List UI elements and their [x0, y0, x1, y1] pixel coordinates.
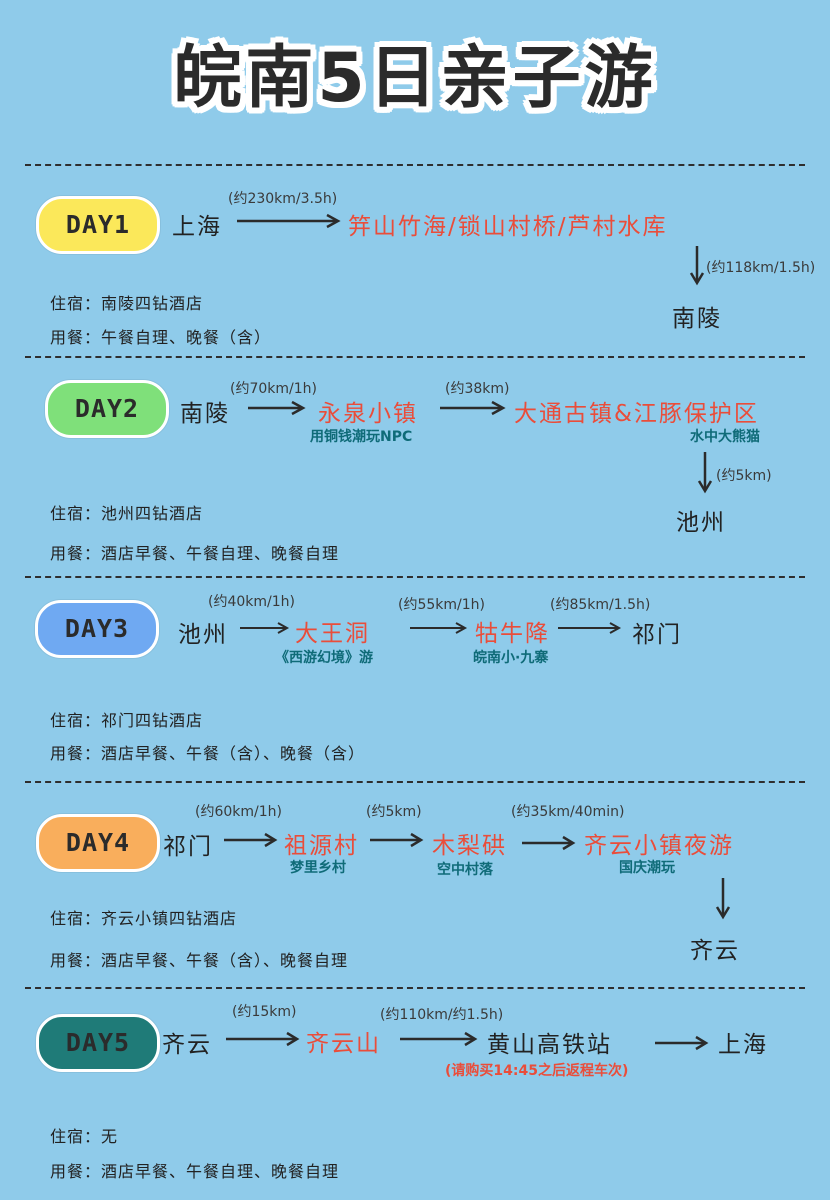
- arrow-right-icon: [440, 400, 506, 416]
- arrow-right-icon: [410, 622, 468, 634]
- day3-dest2-note: 皖南小·九寨: [473, 650, 549, 666]
- day5-end: 上海: [718, 1032, 768, 1058]
- day3-leg2-distance: (约55km/1h): [398, 597, 485, 613]
- arrow-right-icon: [237, 213, 341, 229]
- day4-dest2-note: 空中村落: [437, 862, 493, 878]
- day4-dest1-note: 梦里乡村: [290, 860, 346, 876]
- day3-badge: DAY3: [35, 600, 159, 658]
- day2-badge: DAY2: [45, 380, 169, 438]
- divider: [25, 164, 805, 166]
- day1-leg2-distance: (约118km/1.5h): [706, 260, 816, 276]
- arrow-right-icon: [226, 1031, 300, 1047]
- day1-start: 上海: [172, 214, 222, 240]
- arrow-right-icon: [240, 622, 290, 634]
- day2-end: 池州: [676, 510, 726, 536]
- day3-lodging: 住宿：祁门四钻酒店: [50, 711, 204, 730]
- day2-dest2: 大通古镇&江豚保护区: [514, 401, 759, 427]
- day5-dest2: 黄山高铁站: [487, 1032, 612, 1058]
- arrow-right-icon: [522, 835, 576, 851]
- day3-leg3-distance: (约85km/1.5h): [550, 597, 651, 613]
- day4-leg2-distance: (约5km): [366, 804, 422, 820]
- day5-dest2-note: (请购买14:45之后返程车次): [445, 1063, 629, 1079]
- day3-end: 祁门: [632, 622, 682, 648]
- day2-leg3-distance: (约5km): [716, 468, 772, 484]
- day2-start: 南陵: [180, 401, 230, 427]
- day5-dest1: 齐云山: [306, 1031, 381, 1057]
- day1-meals: 用餐：午餐自理、晚餐（含）: [50, 328, 272, 347]
- day5-leg2-distance: (约110km/约1.5h): [380, 1007, 504, 1023]
- day3-leg1-distance: (约40km/1h): [208, 594, 295, 610]
- day2-leg1-distance: (约70km/1h): [230, 381, 317, 397]
- arrow-down-icon: [715, 878, 731, 920]
- arrow-right-icon: [655, 1035, 709, 1051]
- day4-lodging: 住宿：齐云小镇四钻酒店: [50, 909, 238, 928]
- day2-lodging: 住宿：池州四钻酒店: [50, 504, 204, 523]
- day3-dest1-note: 《西游幻境》游: [275, 650, 373, 666]
- day5-meals: 用餐：酒店早餐、午餐自理、晚餐自理: [50, 1162, 340, 1181]
- divider: [25, 987, 805, 989]
- day4-leg1-distance: (约60km/1h): [195, 804, 282, 820]
- day3-dest2: 牯牛降: [475, 621, 550, 647]
- day1-leg1-distance: (约230km/3.5h): [228, 191, 338, 207]
- day4-dest3-note: 国庆潮玩: [619, 860, 675, 876]
- day2-dest1-note: 用铜钱潮玩NPC: [310, 429, 413, 445]
- day4-leg3-distance: (约35km/40min): [511, 804, 625, 820]
- divider: [25, 781, 805, 783]
- page-title: 皖南5日亲子游: [173, 39, 657, 118]
- day2-meals: 用餐：酒店早餐、午餐自理、晚餐自理: [50, 544, 340, 563]
- arrow-right-icon: [558, 622, 622, 634]
- day4-badge: DAY4: [36, 814, 160, 872]
- day4-dest3: 齐云小镇夜游: [584, 833, 734, 859]
- day4-dest1: 祖源村: [284, 833, 359, 859]
- day1-badge: DAY1: [36, 196, 160, 254]
- arrow-right-icon: [370, 832, 424, 848]
- day3-start: 池州: [178, 622, 228, 648]
- day4-dest2: 木梨硔: [432, 833, 507, 859]
- day4-meals: 用餐：酒店早餐、午餐（含）、晚餐自理: [50, 951, 349, 970]
- arrow-right-icon: [400, 1031, 478, 1047]
- day5-badge: DAY5: [36, 1014, 160, 1072]
- arrow-right-icon: [248, 400, 306, 416]
- arrow-right-icon: [224, 832, 278, 848]
- day2-leg2-distance: (约38km): [445, 381, 510, 397]
- day5-start: 齐云: [162, 1032, 212, 1058]
- day1-lodging: 住宿：南陵四钻酒店: [50, 294, 204, 313]
- day4-start: 祁门: [163, 834, 213, 860]
- arrow-down-icon: [697, 452, 713, 494]
- arrow-down-icon: [689, 246, 705, 286]
- day3-meals: 用餐：酒店早餐、午餐（含）、晚餐（含）: [50, 744, 366, 763]
- day4-end: 齐云: [690, 938, 740, 964]
- day5-leg1-distance: (约15km): [232, 1004, 297, 1020]
- day5-lodging: 住宿：无: [50, 1127, 119, 1146]
- day1-end: 南陵: [672, 306, 722, 332]
- divider: [25, 576, 805, 578]
- day1-dest1: 笄山竹海/锁山村桥/芦村水库: [348, 214, 668, 240]
- day3-dest1: 大王洞: [295, 621, 370, 647]
- day2-dest1: 永泉小镇: [318, 401, 418, 427]
- day2-dest2-note: 水中大熊猫: [690, 429, 760, 445]
- divider: [25, 356, 805, 358]
